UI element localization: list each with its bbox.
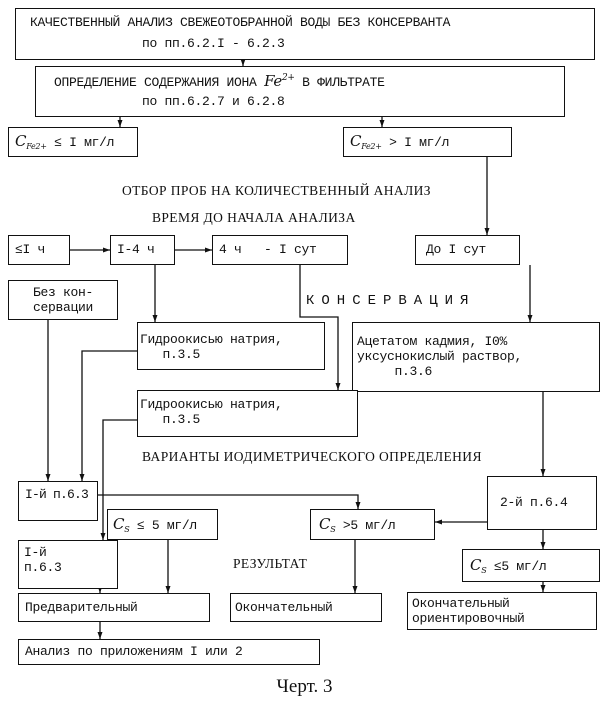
cadmium-box: Ацетатом кадмия, I0%уксуснокислый раство… <box>352 322 600 392</box>
fe-high-symbol: C <box>350 132 362 150</box>
cs-low-right-symbol: C <box>470 556 482 574</box>
cs-low-left-box: CS ≤ 5 мг/л <box>107 509 218 540</box>
fe-low-condition: ≤ I мг/л <box>54 135 115 150</box>
sampling-heading: ОТБОР ПРОБ НА КОЛИЧЕСТВЕННЫЙ АНАЛИЗ <box>122 183 431 198</box>
cs-low-right-box: CS ≤5 мг/л <box>462 549 600 582</box>
final-result-box: Окончательный <box>230 593 382 622</box>
fe-high-condition: > I мг/л <box>389 135 450 150</box>
naoh-1-line1: Гидроокисью натрия, <box>140 332 283 347</box>
cs-low-left-symbol: C <box>113 515 125 533</box>
time-box-le1h: ≤I ч <box>8 235 70 265</box>
cs-low-left-subscript: S <box>124 525 130 534</box>
figure-caption: Черт. 3 <box>276 676 333 697</box>
qual-analysis-line1: КАЧЕСТВЕННЫЙ АНАЛИЗ СВЕЖЕОТОБРАННОЙ ВОДЫ… <box>30 15 451 30</box>
fe-high-box: CFe2+ > I мг/л <box>343 127 512 157</box>
fe-determination-line2: по пп.6.2.7 и 6.2.8 <box>142 94 285 109</box>
cs-low-right-subscript: S <box>481 566 487 575</box>
cs-high-symbol: C <box>319 515 331 533</box>
fe-ion-symbol: Fe <box>264 72 282 90</box>
fe-high-subscript: Fe2+ <box>361 142 382 151</box>
cadmium-line1: Ацетатом кадмия, I0% <box>357 334 508 349</box>
appendix-analysis-box: Анализ по приложениям I или 2 <box>18 639 320 665</box>
naoh-box-2: Гидроокисью натрия, п.3.5 <box>137 390 358 437</box>
no-preservation-line1: Без кон- <box>32 285 93 300</box>
final-approx-line2: ориентировочный <box>412 611 525 626</box>
fe-determination-box: ОПРЕДЕЛЕНИЕ СОДЕРЖАНИЯ ИОНА Fe2+ В ФИЛЬТ… <box>35 66 565 117</box>
time-box-4h-1day: 4 ч - I сут <box>212 235 348 265</box>
fe-low-box: CFe2+ ≤ I мг/л <box>8 127 138 157</box>
no-preservation-line2: сервации <box>32 300 93 315</box>
cadmium-line3: п.3.6 <box>357 364 433 379</box>
variant-1-box-a: I-й п.6.3 <box>18 481 98 521</box>
preservation-label: КОНСЕРВАЦИЯ <box>306 293 476 309</box>
naoh-1-line2: п.3.5 <box>140 347 201 362</box>
result-heading: РЕЗУЛЬТАТ <box>233 556 308 571</box>
cs-high-condition: >5 мг/л <box>342 518 396 533</box>
cs-low-left-condition: ≤ 5 мг/л <box>136 518 197 533</box>
naoh-box-1: Гидроокисью натрия, п.3.5 <box>137 322 325 370</box>
naoh-2-line2: п.3.5 <box>140 412 201 427</box>
arrow-v1a-to-cshigh <box>98 494 361 509</box>
final-approx-line1: Окончательный <box>412 596 510 611</box>
time-box-up-to-1day: До I сут <box>415 235 520 265</box>
arrow-naoh1-to-v1a <box>79 350 137 481</box>
cadmium-line2: уксуснокислый раствор, <box>357 349 523 364</box>
no-preservation-box: Без кон-сервации <box>8 280 118 320</box>
fe-low-symbol: C <box>15 132 27 150</box>
qual-analysis-line2: по пп.6.2.I - 6.2.3 <box>142 36 285 51</box>
fe-ion-charge: 2+ <box>281 73 295 83</box>
fe-low-subscript: Fe2+ <box>26 142 47 151</box>
cs-high-box: CS >5 мг/л <box>310 509 435 540</box>
fe-determination-prefix: ОПРЕДЕЛЕНИЕ СОДЕРЖАНИЯ ИОНА <box>54 75 257 90</box>
variant-2-box: 2-й п.6.4 <box>487 476 597 530</box>
fe-determination-suffix: В ФИЛЬТРАТЕ <box>302 75 385 90</box>
variant-1b-line1: I-й <box>24 545 47 560</box>
variants-heading: ВАРИАНТЫ ИОДИМЕТРИЧЕСКОГО ОПРЕДЕЛЕНИЯ <box>142 449 482 464</box>
naoh-2-line1: Гидроокисью натрия, <box>140 397 283 412</box>
fe-determination-line1: ОПРЕДЕЛЕНИЕ СОДЕРЖАНИЯ ИОНА Fe2+ В ФИЛЬТ… <box>42 72 558 91</box>
time-box-1-4h: I-4 ч <box>110 235 175 265</box>
time-heading: ВРЕМЯ ДО НАЧАЛА АНАЛИЗА <box>152 210 356 225</box>
cs-low-right-condition: ≤5 мг/л <box>493 559 547 574</box>
preliminary-result-box: Предварительный <box>18 593 210 622</box>
variant-1b-line2: п.6.3 <box>24 560 62 575</box>
cs-high-subscript: S <box>330 525 336 534</box>
qual-analysis-box: КАЧЕСТВЕННЫЙ АНАЛИЗ СВЕЖЕОТОБРАННОЙ ВОДЫ… <box>15 8 595 60</box>
